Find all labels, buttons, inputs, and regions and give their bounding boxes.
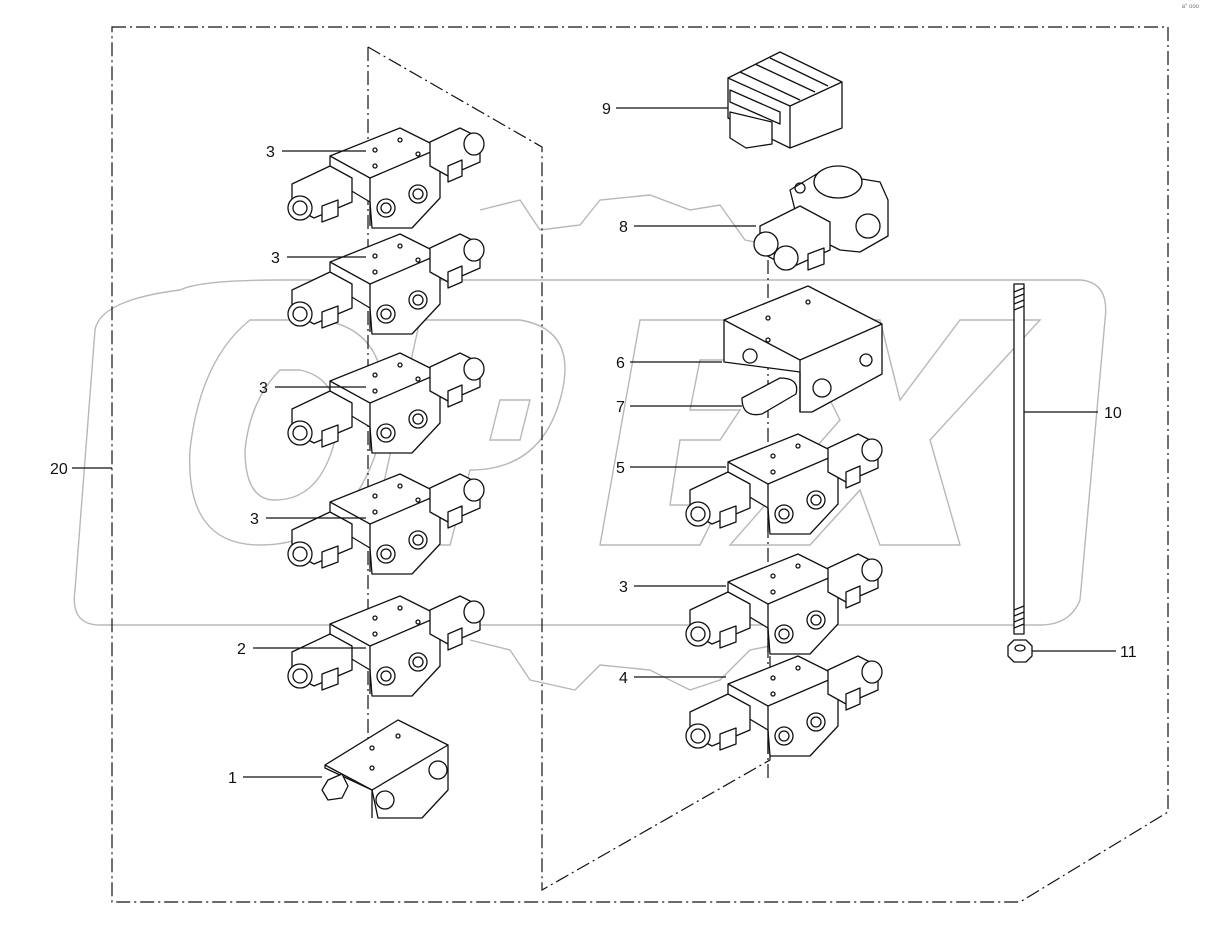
tie-rod-10 [1013, 283, 1025, 635]
callout-8: 8 [619, 219, 628, 236]
valve-section-3a [287, 127, 485, 229]
callout-4: 4 [619, 670, 628, 687]
callout-9: 9 [602, 101, 611, 118]
callout-6: 6 [616, 355, 625, 372]
inlet-block-6 [723, 285, 883, 413]
callout-1: 1 [228, 770, 237, 787]
valve-section-5 [685, 433, 883, 535]
watermark-logo [73, 194, 1107, 691]
kit-boundary [111, 26, 1169, 903]
callout-3c: 3 [259, 380, 268, 397]
callout-2: 2 [237, 641, 246, 658]
leader-lines [72, 107, 1116, 778]
corner-mark: a° ooo [1181, 4, 1199, 10]
valve-section-4 [685, 655, 883, 757]
callout-3a: 3 [266, 144, 275, 161]
nut-11 [1007, 639, 1033, 663]
callout-10: 10 [1104, 405, 1122, 422]
valve-section-3c [287, 352, 485, 454]
callout-7: 7 [616, 399, 625, 416]
callout-20: 20 [50, 461, 68, 478]
valve-section-3d [287, 473, 485, 575]
plug-7 [741, 377, 798, 416]
callout-11: 11 [1120, 644, 1137, 661]
valve-section-3b [287, 233, 485, 335]
valve-section-2 [287, 595, 485, 697]
control-module-9 [727, 51, 843, 149]
inlet-valve-8 [753, 165, 889, 271]
end-plate-1 [321, 719, 449, 819]
callout-3d: 3 [250, 511, 259, 528]
callout-3b: 3 [271, 250, 280, 267]
callout-3e: 3 [619, 579, 628, 596]
stack-boundary [367, 46, 771, 892]
valve-section-3e [685, 553, 883, 655]
callout-5: 5 [616, 460, 625, 477]
